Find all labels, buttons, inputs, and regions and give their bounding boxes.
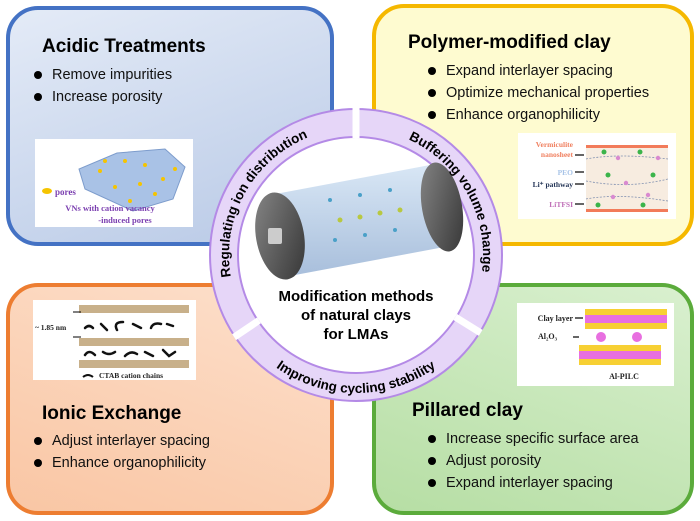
list-item: Adjust porosity: [424, 450, 639, 472]
list-item: Increase porosity: [30, 86, 172, 108]
acidic-title: Acidic Treatments: [42, 36, 206, 57]
ionic-title: Ionic Exchange: [42, 403, 182, 424]
list-item: Optimize mechanical properties: [424, 82, 649, 104]
list-item: Adjust interlayer spacing: [30, 430, 210, 452]
ring-separator: [232, 317, 261, 341]
list-item: Enhance organophilicity: [424, 104, 649, 126]
polymer-inset-image: Vermiculite nanosheet PEO Li⁺ pathway Li…: [518, 133, 676, 219]
center-title-line2: of natural clays: [301, 307, 411, 324]
list-item: Expand interlayer spacing: [424, 472, 639, 494]
battery-icon: [255, 162, 464, 280]
ring-separator: [453, 314, 483, 336]
inset-label: Vermiculite: [536, 140, 574, 149]
inset-label: Al₂O₃: [538, 332, 558, 341]
pores-legend: pores: [55, 187, 76, 197]
inset-label: nanosheet: [541, 150, 574, 159]
polymer-list: Expand interlayer spacing Optimize mecha…: [424, 60, 649, 126]
pillared-list: Increase specific surface area Adjust po…: [424, 428, 639, 494]
polymer-title: Polymer-modified clay: [408, 32, 611, 53]
inset-caption: VNs with cation vacancy: [65, 203, 155, 213]
center-title-line3: for LMAs: [324, 326, 389, 343]
ionic-list: Adjust interlayer spacing Enhance organo…: [30, 430, 210, 474]
inset-caption: -induced pores: [98, 215, 152, 225]
spacing-label: ~ 1.85 nm: [35, 323, 67, 332]
list-item: Remove impurities: [30, 64, 172, 86]
center-title-line1: Modification methods: [279, 288, 434, 305]
inset-caption: Al-PILC: [609, 372, 639, 381]
list-item: Enhance organophilicity: [30, 452, 210, 474]
ionic-inset-image: ~ 1.85 nm CTAB cation chains: [33, 300, 196, 380]
ctab-legend: CTAB cation chains: [99, 371, 163, 380]
list-item: Expand interlayer spacing: [424, 60, 649, 82]
pillared-title: Pillared clay: [412, 400, 523, 421]
acidic-inset-image: pores VNs with cation vacancy -induced p…: [35, 139, 193, 227]
list-item: Increase specific surface area: [424, 428, 639, 450]
inset-label: LiTFSI: [549, 200, 573, 209]
inset-label: PEO: [558, 168, 574, 177]
inset-label: Clay layer: [538, 314, 574, 323]
acidic-list: Remove impurities Increase porosity: [30, 64, 172, 108]
pillared-inset-image: Clay layer Al₂O₃ Al-PILC: [517, 303, 674, 386]
inset-label: Li⁺ pathway: [533, 180, 574, 189]
